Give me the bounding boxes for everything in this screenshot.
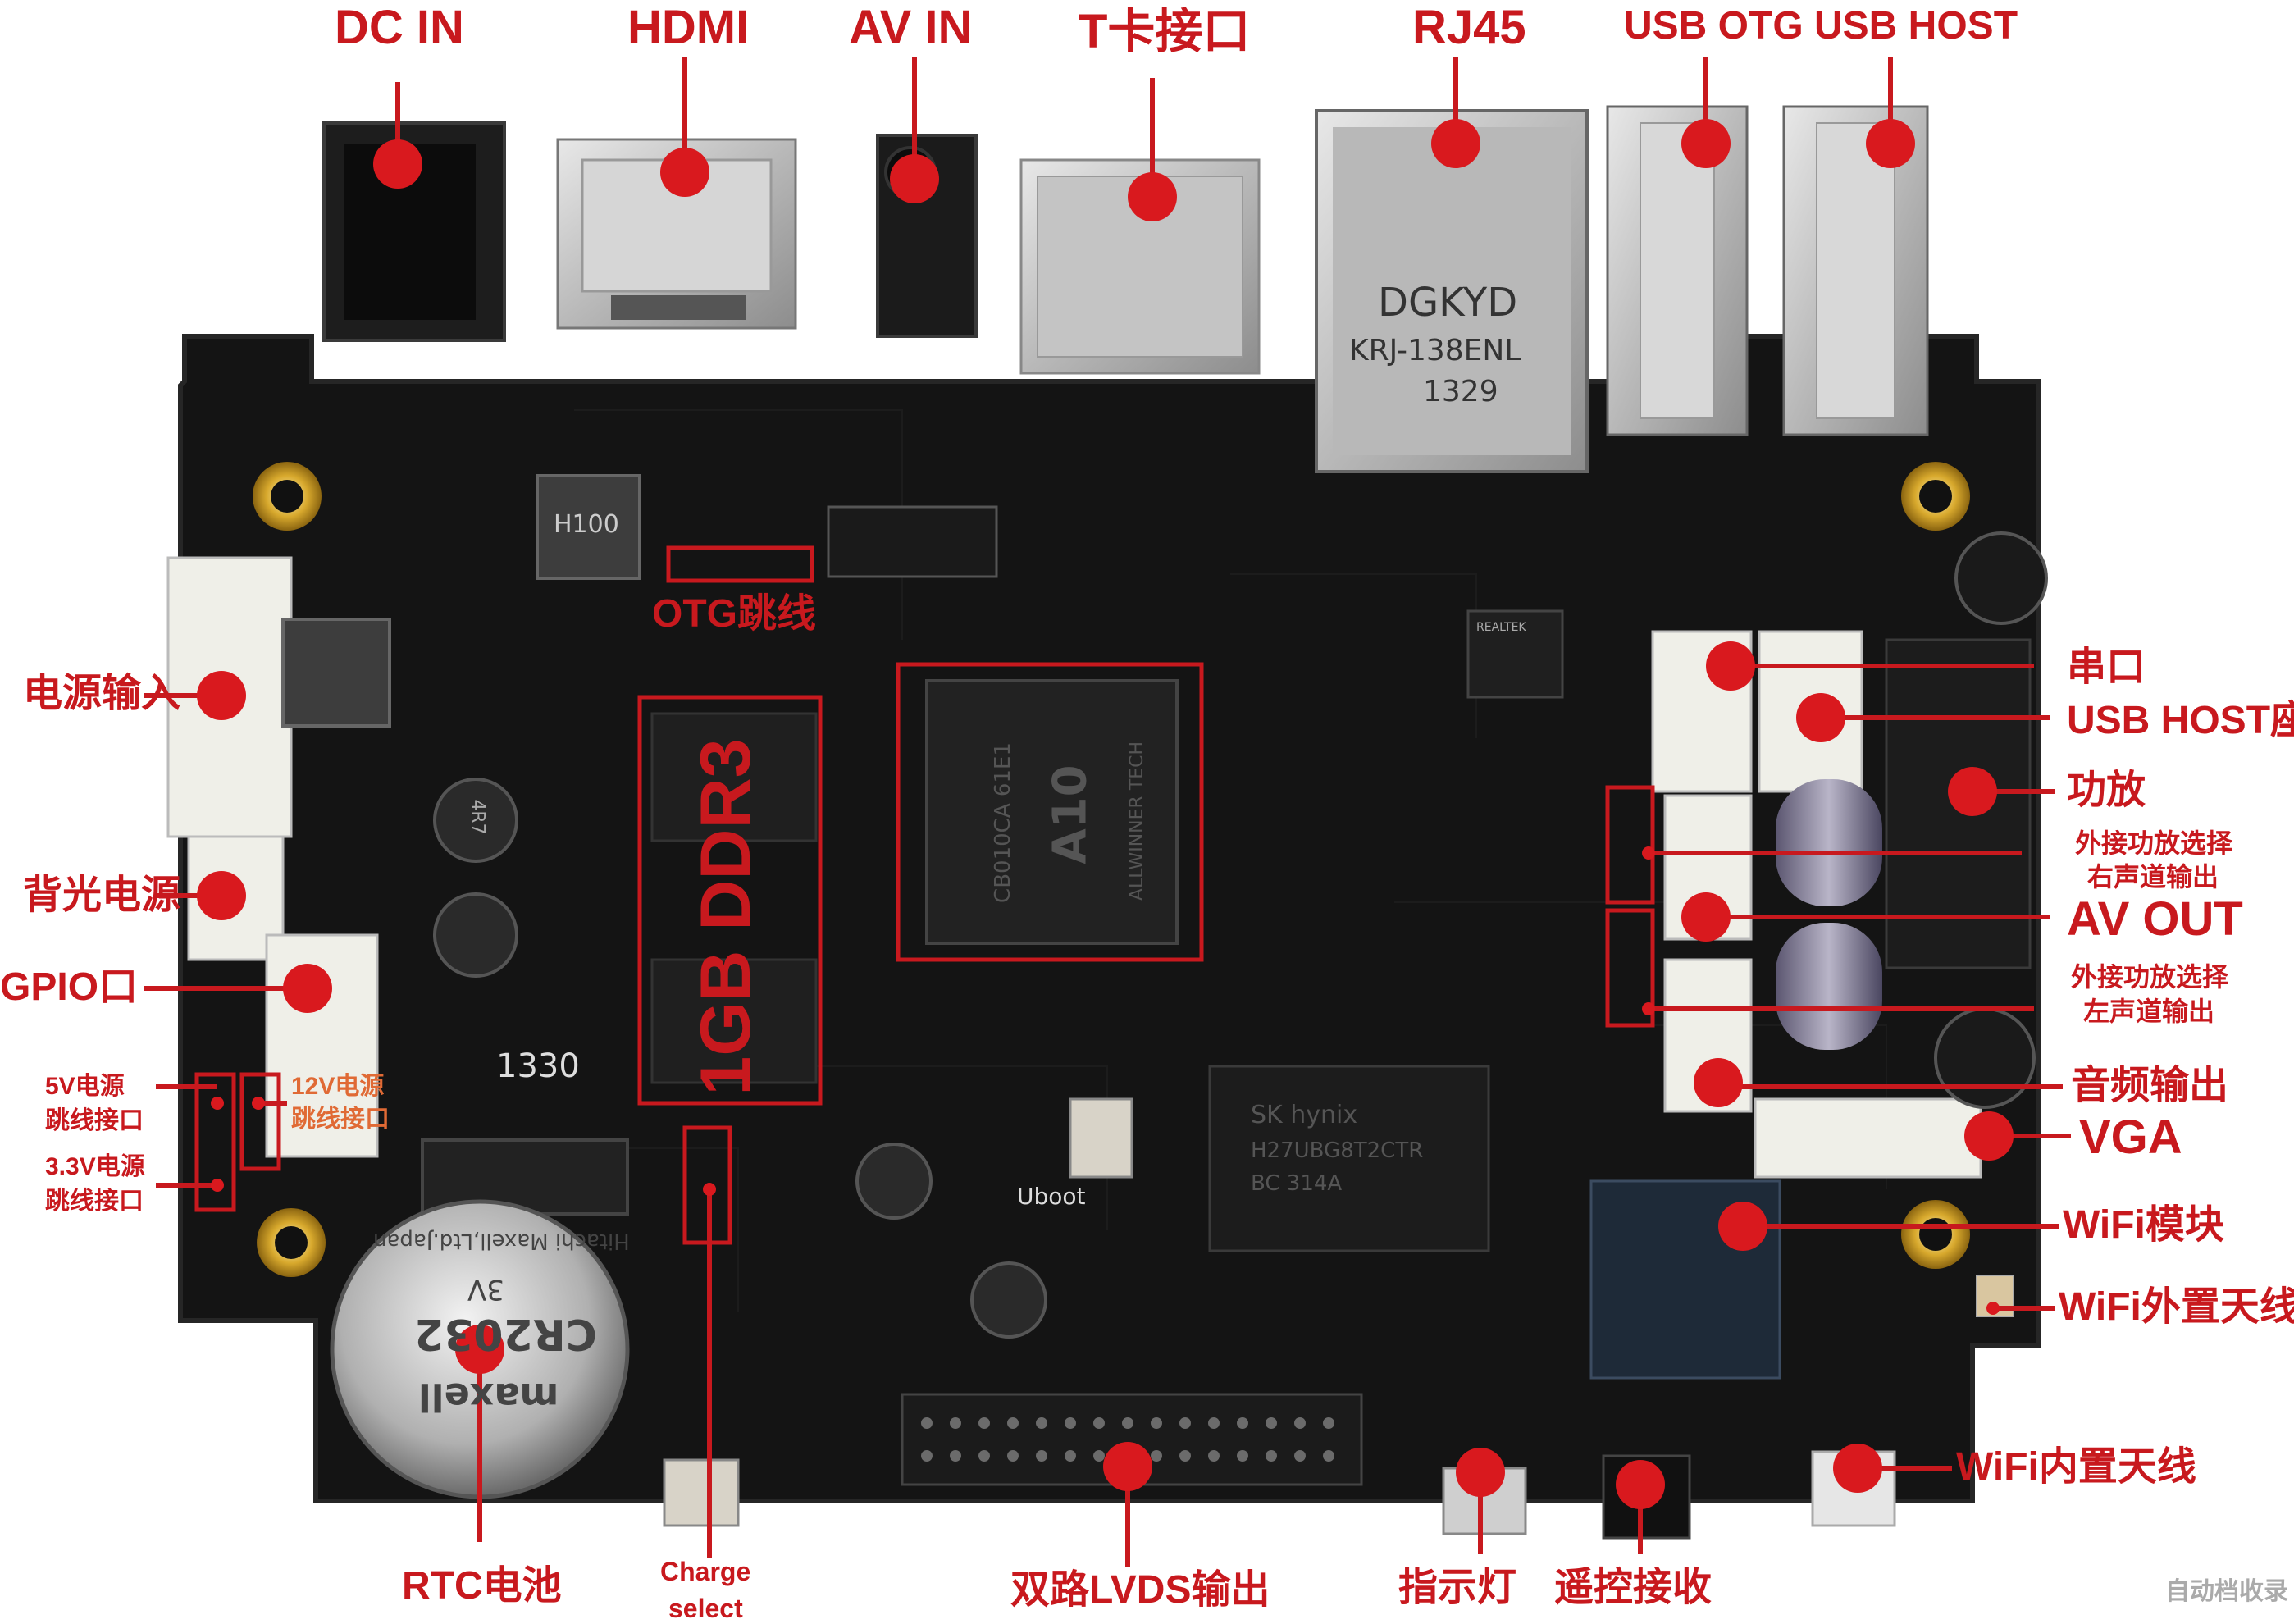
- label-gpio: GPIO口: [0, 965, 139, 1009]
- choke-mark: 4R7: [467, 799, 488, 835]
- highlight-boxes: [194, 545, 1655, 1245]
- label-charge-select-2: select: [668, 1594, 743, 1623]
- rj45-date: 1329: [1423, 375, 1498, 408]
- label-usb-host: USB HOST: [1814, 4, 2018, 48]
- label-tf-slot: T卡接口: [1079, 5, 1251, 58]
- watermark: 自动档收录: [2165, 1578, 2288, 1605]
- label-charge-select-1: Charge: [660, 1557, 751, 1586]
- label-5v-jumper-1: 5V电源: [45, 1073, 125, 1100]
- label-usb-host-socket: USB HOST座: [2067, 699, 2294, 742]
- label-otg-jumper: OTG跳线: [652, 592, 816, 636]
- nand-brand: SK hynix: [1251, 1101, 1358, 1129]
- label-12v-jumper-1: 12V电源: [291, 1073, 385, 1100]
- label-dual-lvds: 双路LVDS输出: [1010, 1568, 1270, 1612]
- battery-model: CR2032: [414, 1309, 597, 1358]
- battery-brand: maxell: [418, 1375, 559, 1419]
- label-ext-amp-left-2: 左声道输出: [2083, 997, 2215, 1026]
- mount-holes: [253, 462, 1970, 1277]
- label-dc-in: DC IN: [335, 1, 464, 54]
- rj45-brand: DGKYD: [1378, 280, 1518, 326]
- label-audio-out: 音频输出: [2071, 1064, 2229, 1107]
- label-backlight-power: 背光电源: [23, 874, 181, 917]
- realtek-mark: REALTEK: [1476, 621, 1526, 634]
- label-av-out: AV OUT: [2067, 892, 2243, 946]
- label-33v-jumper-1: 3.3V电源: [45, 1153, 145, 1180]
- label-ext-amp-right-2: 右声道输出: [2087, 862, 2219, 892]
- label-serial: 串口: [2067, 645, 2146, 689]
- nand-code: H27UBG8T2CTR: [1251, 1138, 1424, 1163]
- label-rtc-battery: RTC电池: [402, 1564, 562, 1608]
- callout-dots: [197, 119, 2014, 1509]
- board-mark: 1330: [496, 1047, 580, 1085]
- label-12v-jumper-2: 跳线接口: [291, 1106, 390, 1133]
- label-indicator: 指示灯: [1398, 1566, 1517, 1609]
- label-vga: VGA: [2079, 1111, 2182, 1164]
- battery-maker: Hitachi Maxell,Ltd.Japan: [373, 1229, 630, 1253]
- label-ext-amp-right-1: 外接功放选择: [2075, 828, 2233, 858]
- label-33v-jumper-2: 跳线接口: [45, 1188, 144, 1215]
- inductor-mark: H100: [554, 510, 619, 539]
- label-ddr: 1GB DDR3: [686, 738, 765, 1096]
- label-power-input: 电源输入: [23, 672, 181, 715]
- label-ir-receiver: 遥控接收: [1554, 1566, 1713, 1609]
- battery-voltage: 3V: [467, 1273, 504, 1306]
- label-amplifier: 功放: [2067, 769, 2146, 812]
- label-hdmi: HDMI: [627, 1, 750, 54]
- label-wifi-int-antenna: WiFi内置天线: [1956, 1445, 2196, 1489]
- label-usb-otg: USB OTG: [1624, 4, 1804, 48]
- label-ext-amp-left-1: 外接功放选择: [2071, 962, 2229, 992]
- label-5v-jumper-2: 跳线接口: [45, 1107, 144, 1134]
- label-wifi-module: WiFi模块: [2063, 1203, 2224, 1247]
- soc-code: CB010CA 61E1: [990, 742, 1015, 903]
- soc-maker: ALLWINNER TECH: [1127, 741, 1148, 901]
- rj45-model: KRJ-138ENL: [1349, 334, 1521, 367]
- nand-code-2: BC 314A: [1251, 1171, 1343, 1196]
- label-wifi-ext-antenna: WiFi外置天线: [2059, 1285, 2294, 1329]
- label-av-in: AV IN: [849, 1, 973, 54]
- uboot-label: Uboot: [1017, 1183, 1086, 1210]
- soc-name: A10: [1043, 764, 1097, 864]
- label-rj45: RJ45: [1412, 1, 1526, 54]
